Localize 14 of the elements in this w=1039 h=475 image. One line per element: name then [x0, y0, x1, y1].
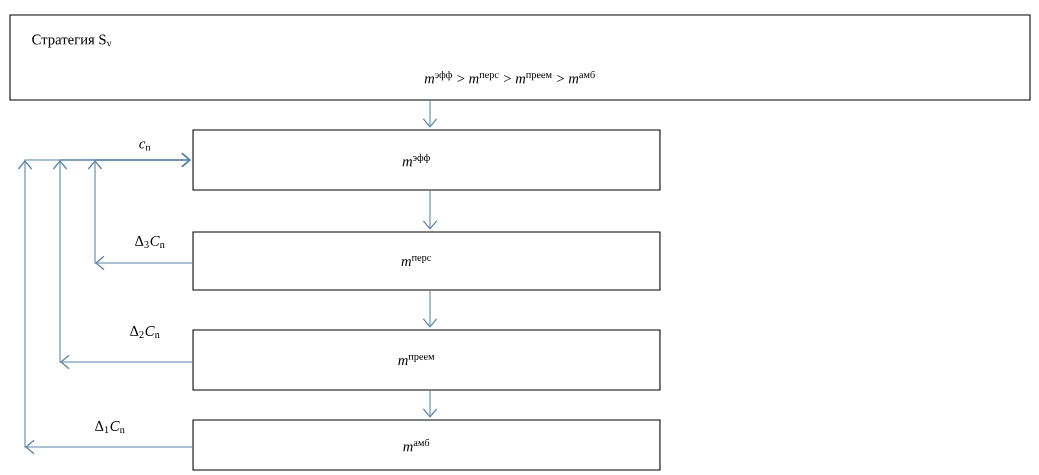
arrow: [422, 100, 438, 128]
process-box: m$^{перс}$: [192, 231, 661, 291]
process-box: Стратегия S$_{v}$ m$^{эфф}$ > m$^{перс}$ > m$^{преем}$ > m$^{амб}$: [9, 14, 1031, 101]
line-label: c$_{n}$: [137, 140, 153, 152]
process-box: m$^{эфф}$: [192, 129, 661, 191]
feedback-arrow: [17, 152, 194, 455]
edge-label: Δ$_{1}$C$_{n}$: [93, 419, 127, 435]
process-box: m$^{амб}$: [192, 419, 661, 471]
arrow: [422, 190, 438, 230]
arrow: [422, 390, 438, 418]
edge-label: Δ$_{2}$C$_{n}$: [128, 324, 162, 340]
arrow: [422, 290, 438, 328]
edge-label: Δ$_{3}$C$_{n}$: [133, 234, 167, 250]
process-box: m$^{преем}$: [192, 329, 661, 391]
